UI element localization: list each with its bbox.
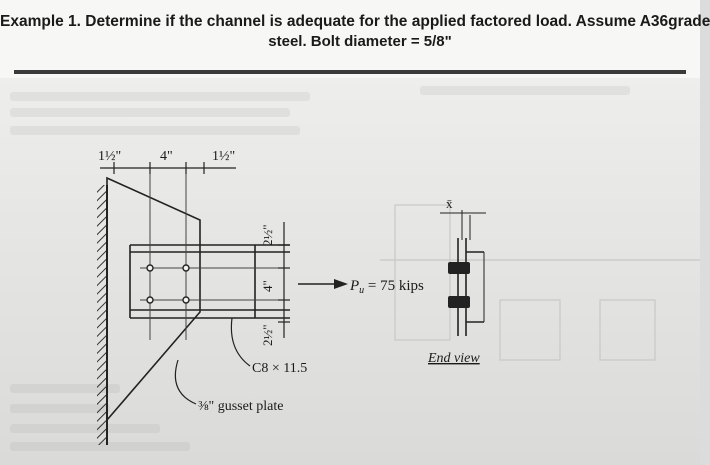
channel-leader-line — [230, 317, 251, 367]
support-wall — [97, 185, 108, 445]
bolt-holes — [146, 264, 190, 304]
bleed-through-text — [10, 424, 160, 433]
bolt-hole — [146, 296, 154, 304]
bleed-through-text — [10, 404, 110, 413]
gusset-leader-line — [174, 359, 197, 405]
end-view-xbar-label: x̄ — [446, 196, 453, 211]
bleed-through-text — [420, 86, 630, 95]
bleed-through-text — [10, 384, 120, 393]
load-arrow — [298, 279, 348, 289]
bolt-gauge-lines — [140, 168, 290, 340]
bleed-through-text — [10, 92, 310, 101]
bolt-hole — [182, 296, 190, 304]
dimension-vertical-mid: 4" — [260, 280, 275, 292]
end-view-bolts — [448, 262, 470, 308]
bolt-hole — [146, 264, 154, 272]
horizontal-dimension-line — [100, 162, 236, 174]
bolt-head — [448, 262, 470, 274]
channel-member — [129, 244, 290, 319]
problem-header: Example 1. Determine if the channel is a… — [0, 0, 710, 78]
end-view-label: End view — [427, 351, 480, 366]
dimension-bolt-spacing: 4" — [160, 149, 173, 164]
gusset-plate — [106, 176, 201, 423]
faded-background-drawing — [380, 204, 700, 361]
dimension-edge-left: 1½" — [98, 149, 121, 164]
dimension-edge-right: 1½" — [212, 149, 235, 164]
problem-statement-line2: steel. Bolt diameter = 5/8" — [268, 33, 452, 50]
bolt-hole — [182, 264, 190, 272]
vertical-dimension-line — [278, 222, 290, 338]
load-label: Pu = 75 kips — [349, 278, 424, 296]
dimension-vertical-top: 2½" — [260, 224, 275, 246]
dimension-vertical-bot: 2½" — [260, 324, 275, 346]
bleed-through-text — [10, 442, 190, 451]
channel-label: C8 × 11.5 — [252, 361, 307, 376]
gusset-plate-label: ⅜" gusset plate — [198, 399, 283, 414]
problem-statement-line1: Example 1. Determine if the channel is a… — [0, 13, 710, 31]
problem-statement-text: Determine if the channel is adequate for… — [81, 13, 710, 30]
bolt-head — [448, 296, 470, 308]
example-number: Example 1. — [0, 13, 81, 30]
bleed-through-text — [10, 126, 300, 135]
header-divider — [14, 70, 686, 74]
bleed-through-text — [10, 108, 290, 117]
end-view-drawing — [440, 210, 486, 336]
